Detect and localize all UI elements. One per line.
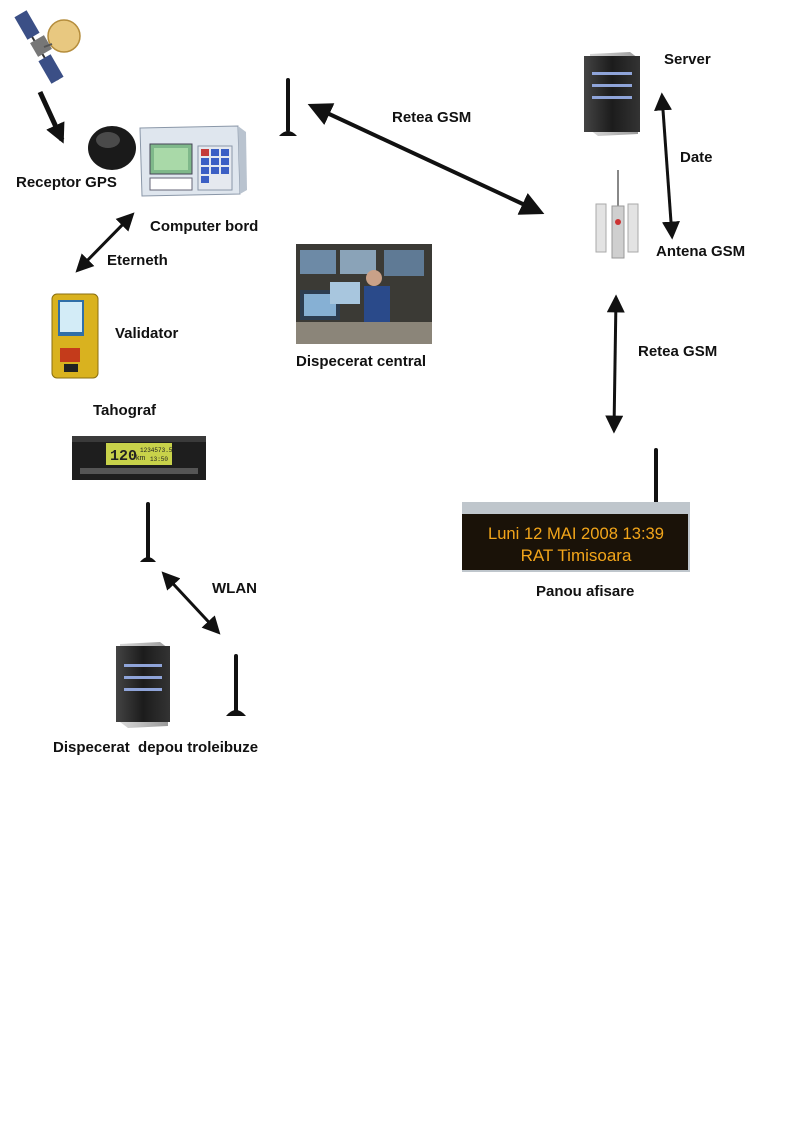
depot-server-icon (116, 642, 170, 728)
label-eterneth: Eterneth (107, 252, 168, 269)
server-icon (584, 52, 640, 136)
tahograf-time: 13:50 (150, 456, 168, 463)
label-retea-gsm-right: Retea GSM (638, 343, 718, 360)
ethernet-arrow (75, 212, 135, 273)
tahograf-unit: km (136, 455, 146, 462)
label-tahograf: Tahograf (93, 402, 157, 419)
label-retea-gsm-top: Retea GSM (392, 109, 472, 126)
antenna-gsm-top-icon (279, 78, 297, 136)
tahograf-device (72, 436, 206, 480)
keypad-key (221, 158, 229, 165)
antenna-depot-icon (226, 654, 246, 716)
antenna-panou-icon (646, 448, 666, 508)
gsm-network-arrow (307, 103, 545, 215)
keypad-key (211, 149, 219, 156)
label-server: Server (664, 51, 711, 68)
label-wlan: WLAN (212, 580, 257, 597)
label-computer-bord: Computer bord (150, 218, 259, 235)
label-receptor-gps: Receptor GPS (16, 174, 117, 191)
keypad-key (221, 167, 229, 174)
keypad-key (211, 158, 219, 165)
dispecerat-central-photo (296, 244, 432, 344)
satellite-icon (14, 10, 81, 84)
label-dispecerat-depou: Dispecerat depou troleibuze (53, 739, 259, 756)
tahograf-speed: 120 (110, 448, 137, 465)
keypad-key (201, 176, 209, 183)
label-validator: Validator (115, 325, 179, 342)
keypad-key (201, 158, 209, 165)
keypad-key (211, 167, 219, 174)
panou-line2: RAT Timisoara (521, 546, 632, 565)
label-antena-gsm: Antena GSM (656, 243, 746, 260)
gsm-network-vertical-arrow (605, 294, 625, 434)
gps-receiver-icon (88, 126, 136, 170)
date-arrow (654, 92, 680, 240)
validator-device (51, 293, 99, 379)
keypad-key (221, 149, 229, 156)
gsm-tower-icon (595, 170, 639, 259)
label-dispecerat-central: Dispecerat central (296, 353, 427, 370)
computer-bord-device (139, 125, 247, 197)
wlan-arrow (161, 571, 221, 635)
keypad-key (201, 149, 209, 156)
computer-bord-keypad (201, 149, 229, 183)
antenna-vehicle-icon (140, 502, 156, 562)
panou-line1: Luni 12 MAI 2008 13:39 (488, 524, 664, 543)
label-panou-afisare: Panou afisare (536, 583, 635, 600)
tahograf-odometer: 1234573.5 (140, 447, 173, 454)
label-date: Date (680, 149, 713, 166)
gps-signal-arrow (37, 90, 65, 144)
panou-afisare-display (462, 502, 690, 572)
keypad-key (201, 167, 209, 174)
